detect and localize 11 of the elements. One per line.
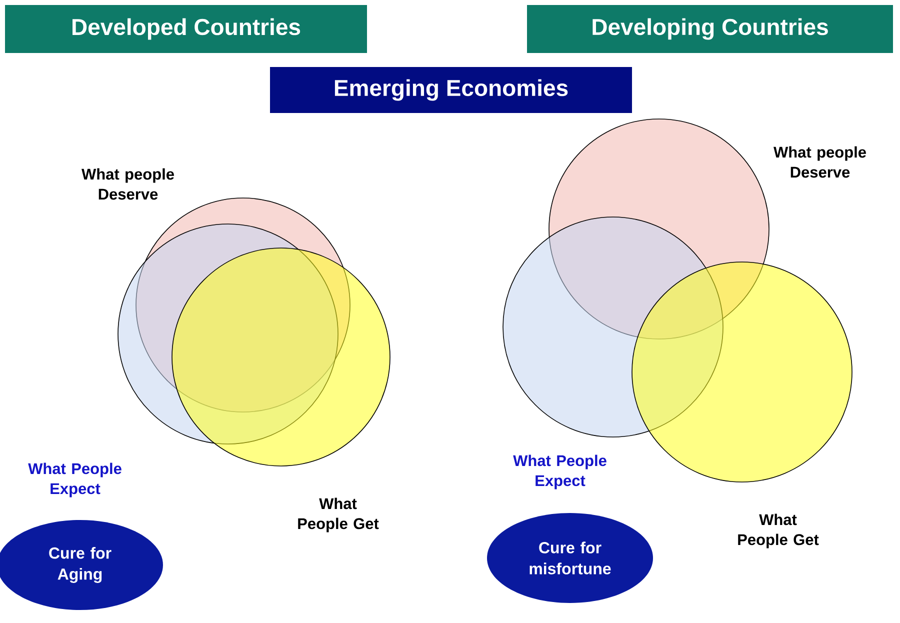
header-box: Developing Countries [527,5,893,53]
circle-label: What people Deserve [774,146,866,178]
header-box: Emerging Economies [270,67,632,113]
circle-label: What People Expect [513,454,606,490]
header-box: Developed Countries [5,5,367,53]
circle-label: What People Expect [28,462,122,498]
circle-label: What People Get [738,514,819,548]
ellipse-label: Cure for Aging [0,520,163,610]
circle-label: What People Get [298,498,379,532]
ellipse-label: Cure for misfortune [487,513,653,603]
circle-label: What people Deserve [82,168,174,200]
